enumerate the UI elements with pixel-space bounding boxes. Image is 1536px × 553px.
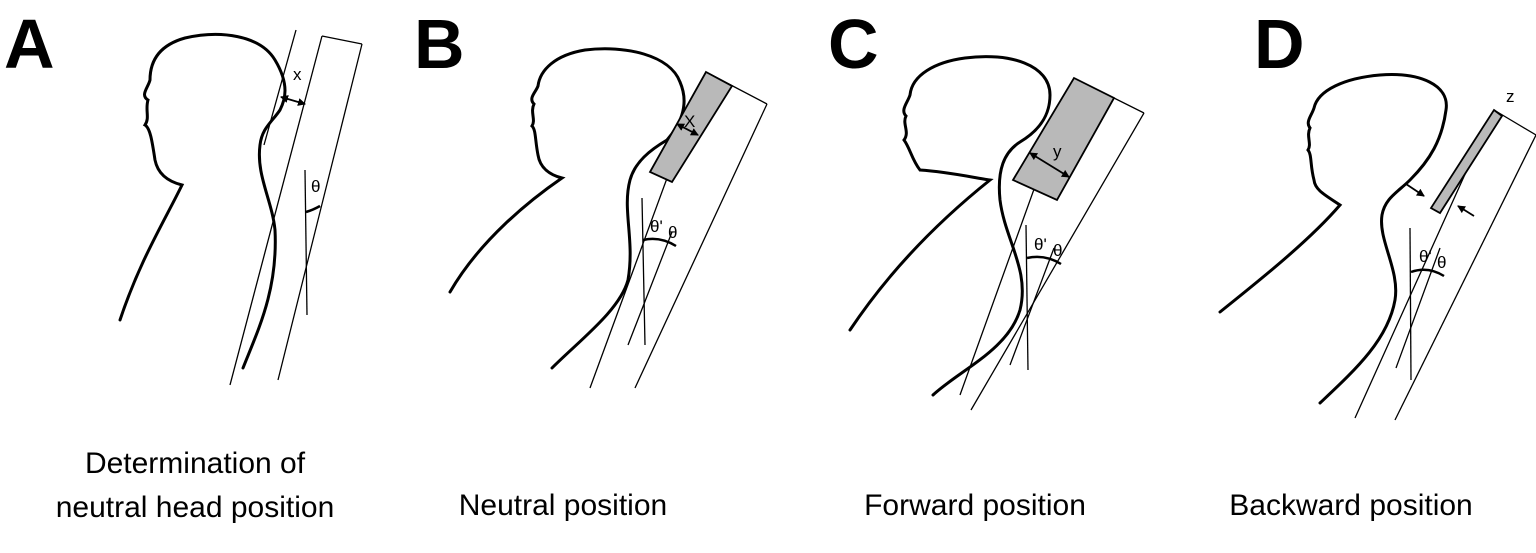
distance-arrow-a — [280, 95, 306, 106]
distance-arrow-d-right — [1457, 205, 1475, 217]
distance-arrow-b — [676, 123, 699, 136]
angle-arc-b — [642, 237, 677, 248]
caption-c: Forward position — [820, 484, 1130, 528]
panel-d-letter: D — [1254, 5, 1305, 83]
panel-c-letter: C — [828, 5, 879, 83]
angle-label-b: θ — [668, 223, 677, 242]
panel-a: A x θ — [4, 5, 363, 386]
angle-arc-c — [1026, 255, 1062, 266]
caption-b-line-1: Neutral position — [458, 489, 668, 522]
angle-label-a: θ — [311, 177, 320, 196]
caption-b: Neutral position — [418, 484, 708, 528]
angle-label-d-prime: θ' — [1419, 247, 1432, 266]
head-silhouette-a — [118, 32, 287, 370]
distance-arrow-d-left — [1405, 183, 1425, 197]
panel-b-letter: B — [414, 5, 465, 83]
panel-a-letter: A — [4, 5, 55, 83]
headrest-a — [229, 35, 363, 386]
head-silhouette-c — [848, 55, 1052, 397]
distance-label-d: z — [1506, 87, 1515, 106]
pad-c — [1011, 76, 1116, 202]
caption-d-line-1: Backward position — [1229, 489, 1473, 522]
pad-d — [1429, 108, 1504, 215]
head-silhouette-b — [448, 47, 686, 370]
caption-d: Backward position — [1196, 484, 1506, 528]
caption-a-line-1: Determination of — [84, 447, 306, 480]
angle-label-b-prime: θ' — [650, 217, 663, 236]
distance-label-b: X — [684, 112, 695, 131]
distance-label-c: y — [1053, 142, 1062, 161]
angle-label-c-prime: θ' — [1034, 235, 1047, 254]
caption-a-line-2: neutral head position — [55, 491, 335, 524]
distance-label-a: x — [293, 65, 302, 84]
head-silhouette-d — [1218, 73, 1448, 405]
panel-d: D z θ' θ — [1218, 5, 1536, 421]
angle-arc-d — [1410, 268, 1445, 278]
caption-c-line-1: Forward position — [864, 489, 1086, 522]
panel-b: B X θ' θ — [414, 5, 768, 389]
angle-arc-a — [305, 204, 321, 214]
panel-c: C y θ' θ — [828, 5, 1145, 411]
distance-arrow-c — [1029, 152, 1070, 178]
angle-label-c: θ — [1053, 241, 1062, 260]
caption-a: Determination of neutral head position — [40, 442, 350, 530]
angle-label-d: θ — [1437, 253, 1446, 272]
